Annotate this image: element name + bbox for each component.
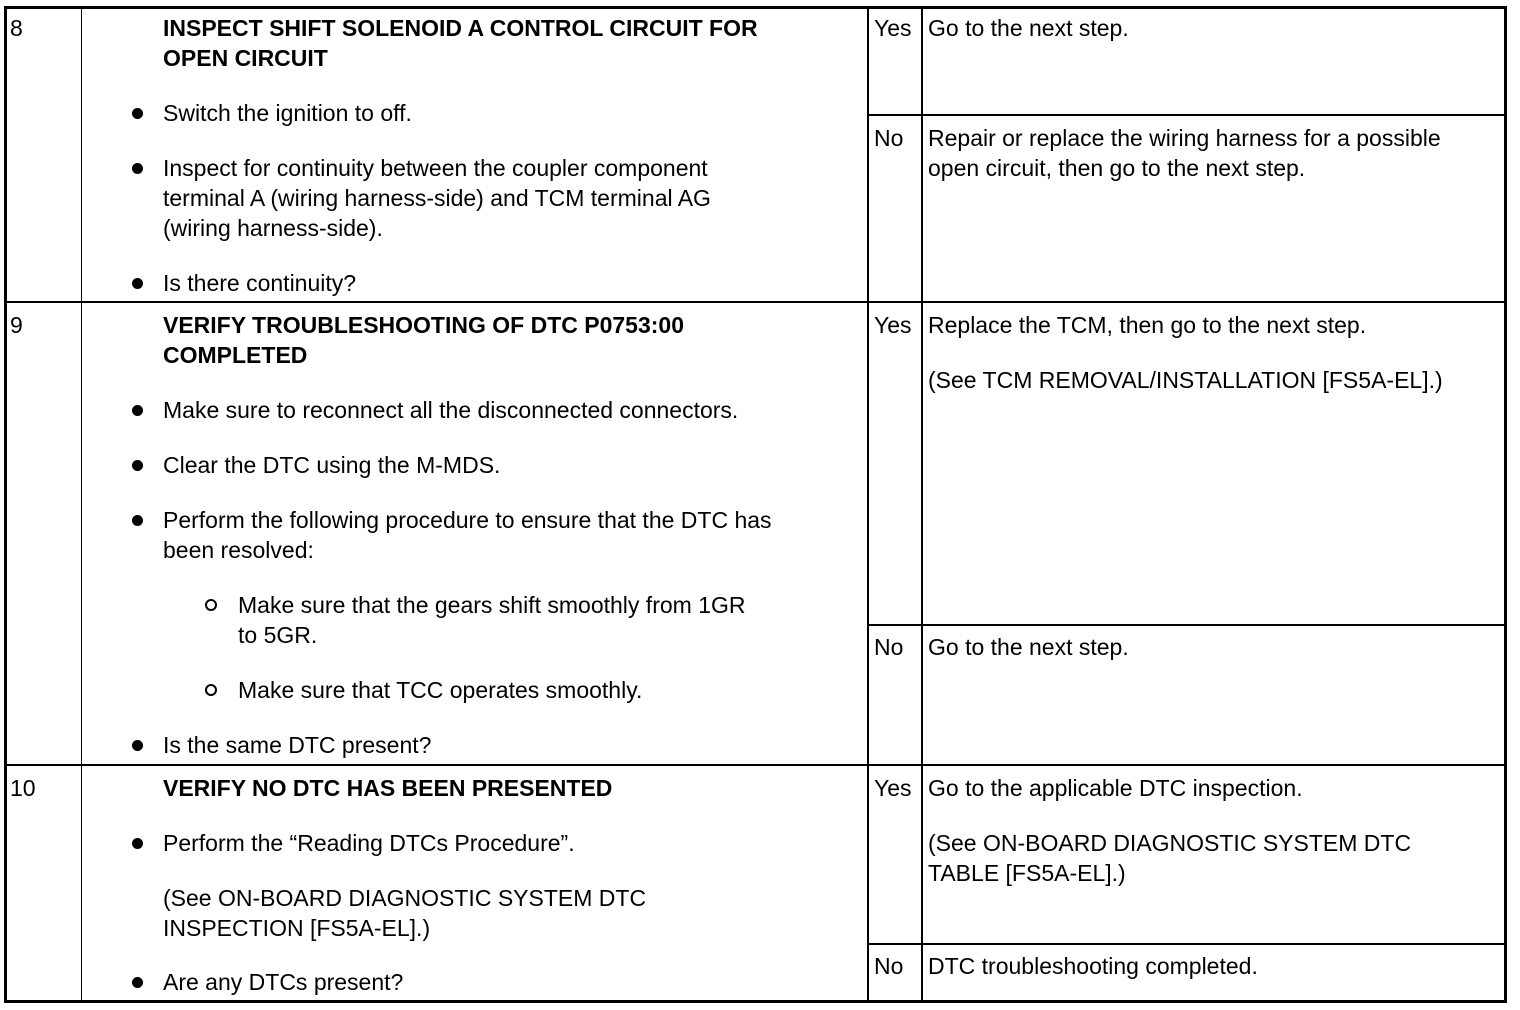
bullet-icon	[132, 838, 143, 849]
list-item: Make sure to reconnect all the disconnec…	[163, 397, 739, 423]
yes-label: Yes	[874, 312, 912, 338]
yes-note: (See ON-BOARD DIAGNOSTIC SYSTEM DTC	[928, 830, 1412, 856]
step-title: COMPLETED	[163, 342, 308, 368]
row-divider	[4, 301, 1507, 303]
list-item: been resolved:	[163, 537, 314, 563]
bullet-icon	[132, 515, 143, 526]
yes-result: Go to the next step.	[928, 15, 1129, 41]
no-result: Go to the next step.	[928, 634, 1129, 660]
list-item: Perform the “Reading DTCs Procedure”.	[163, 830, 575, 856]
list-item: Clear the DTC using the M-MDS.	[163, 452, 501, 478]
table-border-bottom	[4, 1000, 1507, 1003]
row-divider	[4, 764, 1507, 766]
no-result: DTC troubleshooting completed.	[928, 953, 1258, 979]
yes-result: Replace the TCM, then go to the next ste…	[928, 312, 1367, 338]
step-number: 9	[10, 312, 23, 338]
table-border-left	[4, 6, 7, 1003]
bullet-icon	[132, 163, 143, 174]
list-item: Is there continuity?	[163, 270, 357, 296]
bullet-icon	[132, 740, 143, 751]
list-item: Switch the ignition to off.	[163, 100, 412, 126]
step-number: 10	[10, 775, 36, 801]
yes-no-divider	[867, 114, 1507, 116]
step-column-divider	[81, 6, 82, 1003]
bullet-icon	[132, 460, 143, 471]
no-label: No	[874, 125, 904, 151]
yes-result: Go to the applicable DTC inspection.	[928, 775, 1303, 801]
sub-bullet-icon	[205, 684, 217, 696]
no-result: Repair or replace the wiring harness for…	[928, 125, 1441, 151]
step-title: VERIFY NO DTC HAS BEEN PRESENTED	[163, 775, 613, 801]
reference-note: INSPECTION [FS5A-EL].)	[163, 915, 431, 941]
bullet-icon	[132, 405, 143, 416]
yes-no-divider	[867, 624, 1507, 626]
table-border-right	[1504, 6, 1507, 1003]
yes-note: (See TCM REMOVAL/INSTALLATION [FS5A-EL].…	[928, 367, 1443, 393]
reference-note: (See ON-BOARD DIAGNOSTIC SYSTEM DTC	[163, 885, 647, 911]
yes-label: Yes	[874, 775, 912, 801]
bullet-icon	[132, 977, 143, 988]
step-title: VERIFY TROUBLESHOOTING OF DTC P0753:00	[163, 312, 685, 338]
bullet-icon	[132, 108, 143, 119]
sub-list-item: Make sure that TCC operates smoothly.	[238, 677, 643, 703]
sub-list-item: to 5GR.	[238, 622, 318, 648]
table-border-top	[4, 6, 1507, 9]
no-label: No	[874, 634, 904, 660]
action-column-divider	[867, 6, 869, 1003]
sub-list-item: Make sure that the gears shift smoothly …	[238, 592, 746, 618]
step-title: OPEN CIRCUIT	[163, 45, 328, 71]
step-number: 8	[10, 15, 23, 41]
sub-bullet-icon	[205, 599, 217, 611]
yes-label: Yes	[874, 15, 912, 41]
list-item: Perform the following procedure to ensur…	[163, 507, 772, 533]
yes-note: TABLE [FS5A-EL].)	[928, 860, 1126, 886]
yes-no-divider	[867, 943, 1507, 945]
bullet-icon	[132, 278, 143, 289]
no-label: No	[874, 953, 904, 979]
step-title: INSPECT SHIFT SOLENOID A CONTROL CIRCUIT…	[163, 15, 758, 41]
list-item: Is the same DTC present?	[163, 732, 432, 758]
list-item: Are any DTCs present?	[163, 969, 404, 995]
troubleshooting-table: 8 INSPECT SHIFT SOLENOID A CONTROL CIRCU…	[4, 6, 1507, 1003]
result-column-divider	[921, 6, 923, 1003]
list-item: (wiring harness-side).	[163, 215, 383, 241]
list-item: terminal A (wiring harness-side) and TCM…	[163, 185, 711, 211]
list-item: Inspect for continuity between the coupl…	[163, 155, 708, 181]
no-result: open circuit, then go to the next step.	[928, 155, 1306, 181]
